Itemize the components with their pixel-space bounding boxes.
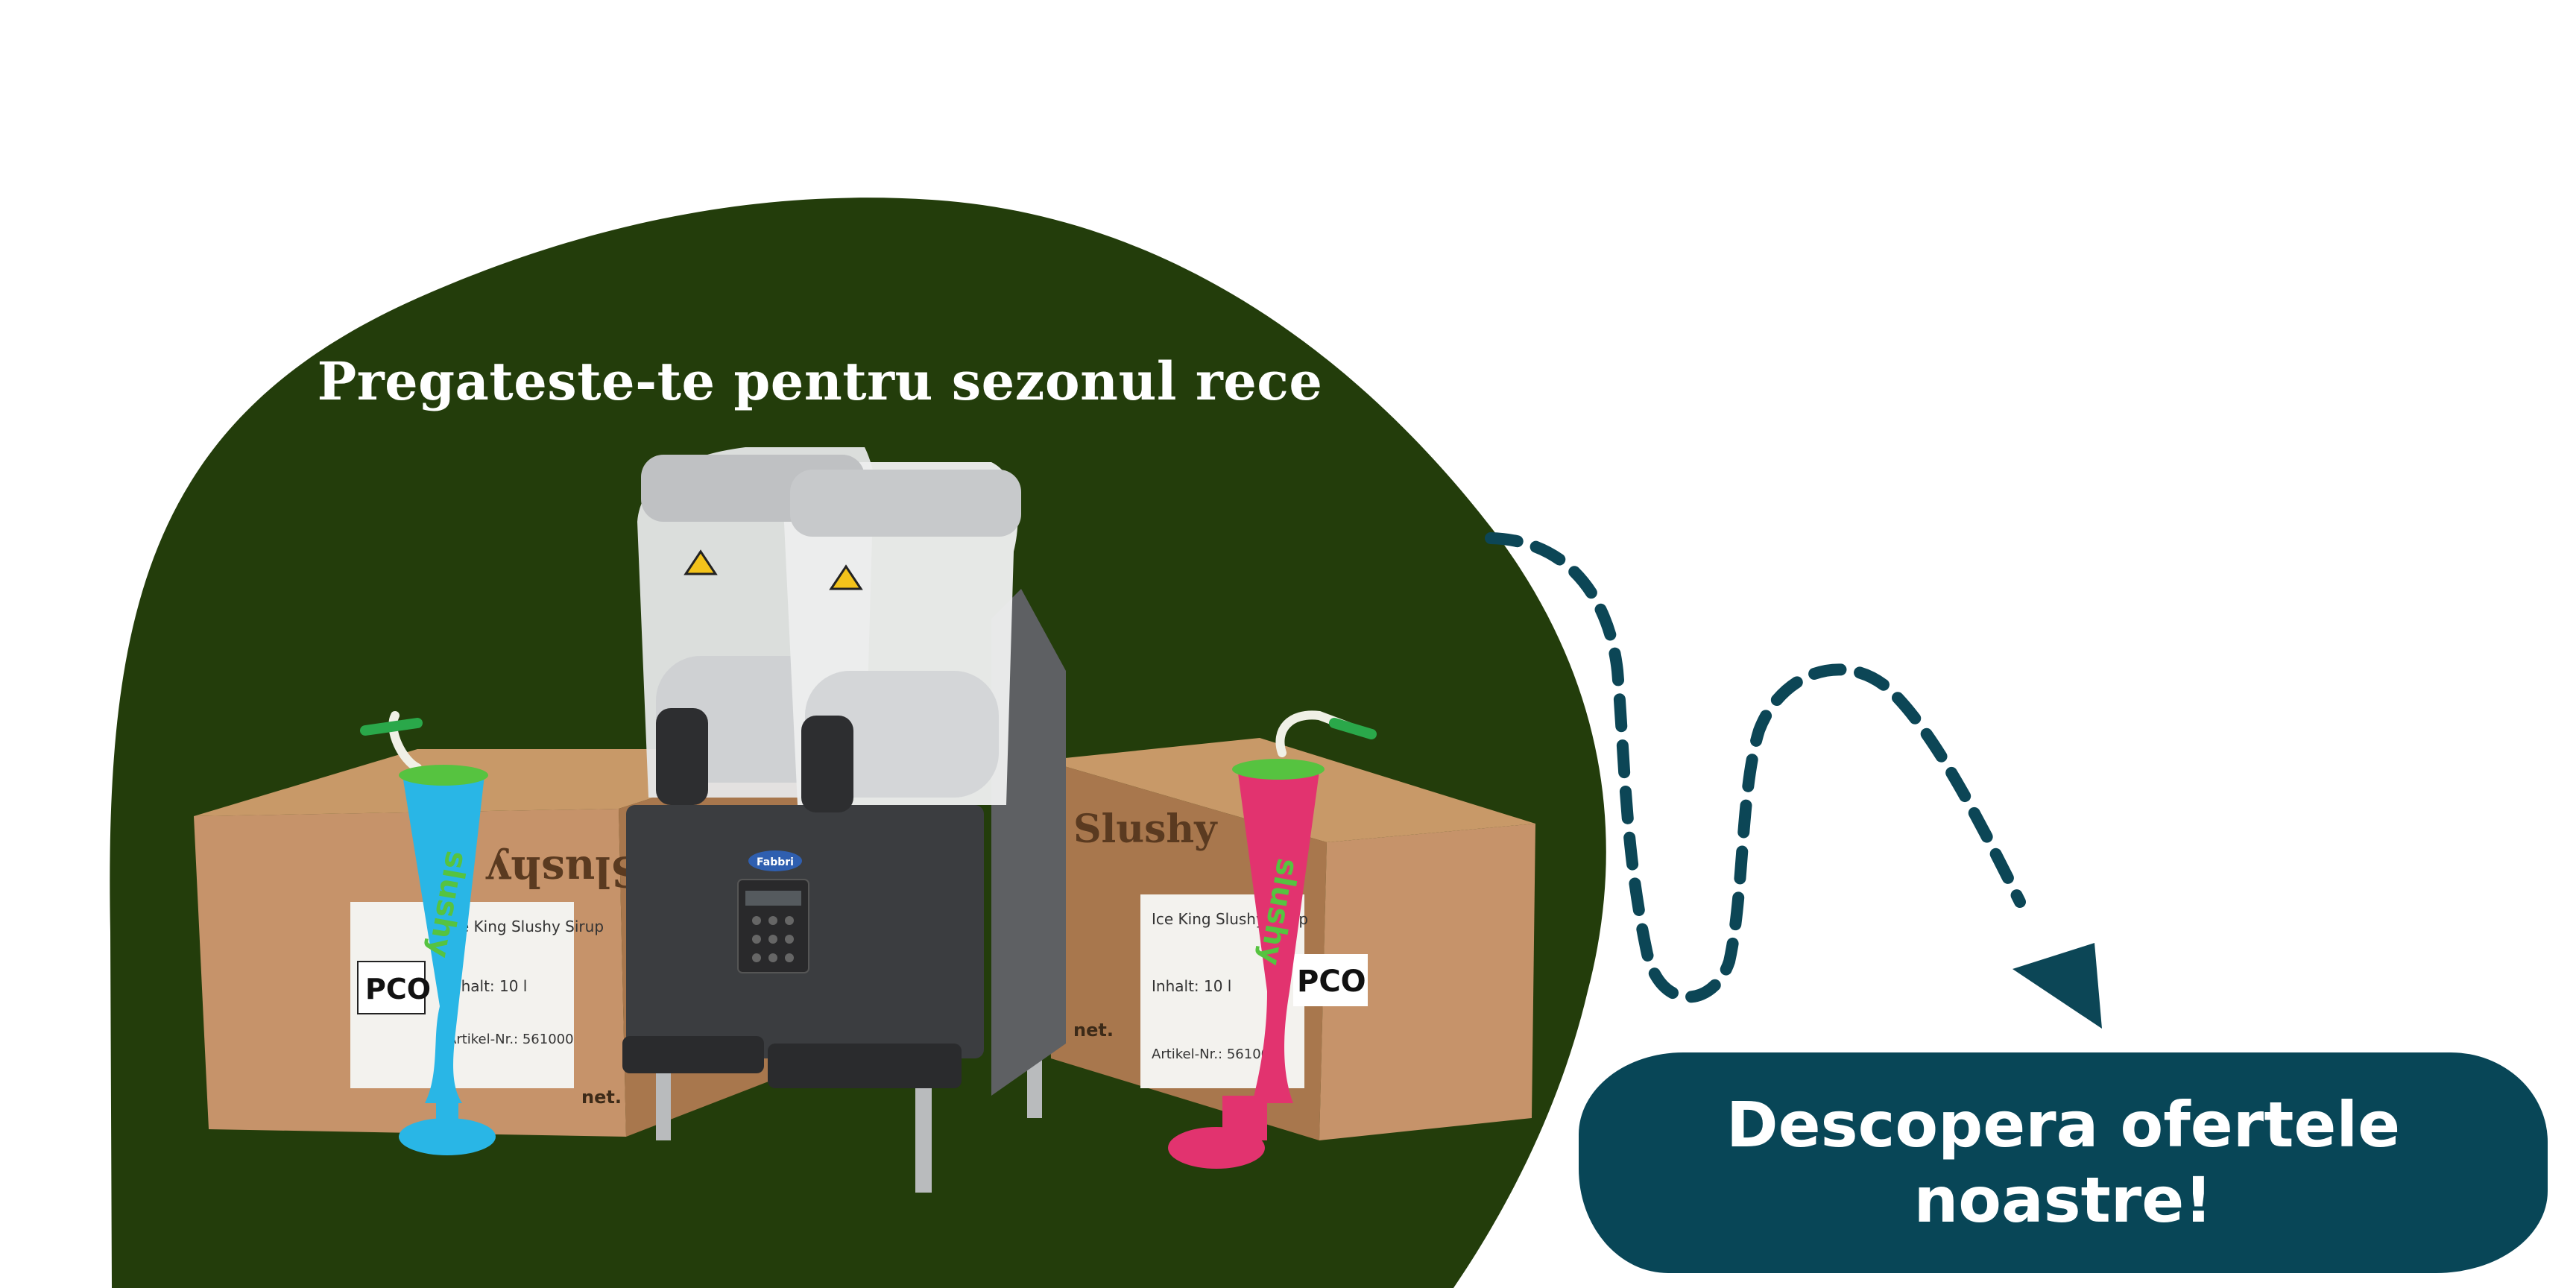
dashed-arrow-icon (1485, 532, 2102, 1029)
box-label-left: Ice King Slushy Sirup (447, 918, 604, 935)
cta-line-2: noastre! (1913, 1164, 2213, 1237)
box-product-left: Slushy (485, 847, 641, 896)
box-volume-right: Inhalt: 10 l (1152, 977, 1231, 995)
slush-machine: Fabbri (622, 447, 1066, 1193)
discover-offers-button[interactable]: Descopera ofertele noastre! (1579, 1052, 2548, 1273)
page-title: Pregateste-te pentru sezonul rece (317, 350, 1323, 412)
box-net-left: net. (581, 1087, 622, 1108)
warning-icon-2 (829, 564, 863, 590)
box-net-right: net. (1073, 1020, 1114, 1041)
pink-slushy-cup: slushy (1168, 710, 1377, 1169)
box-product-right: Slushy (1073, 806, 1218, 852)
machine-brand-logo: Fabbri (757, 856, 794, 868)
box-article-right: Artikel-Nr.: 561000 (1152, 1046, 1278, 1062)
warning-icon (684, 549, 718, 575)
box-logo-left: PCO (365, 973, 431, 1006)
blue-slushy-cup: slushy (360, 711, 496, 1155)
box-article-left: Artikel-Nr.: 561000 (447, 1032, 574, 1047)
box-logo-right: PCO (1297, 965, 1366, 999)
cta-line-1: Descopera ofertele (1726, 1088, 2401, 1162)
